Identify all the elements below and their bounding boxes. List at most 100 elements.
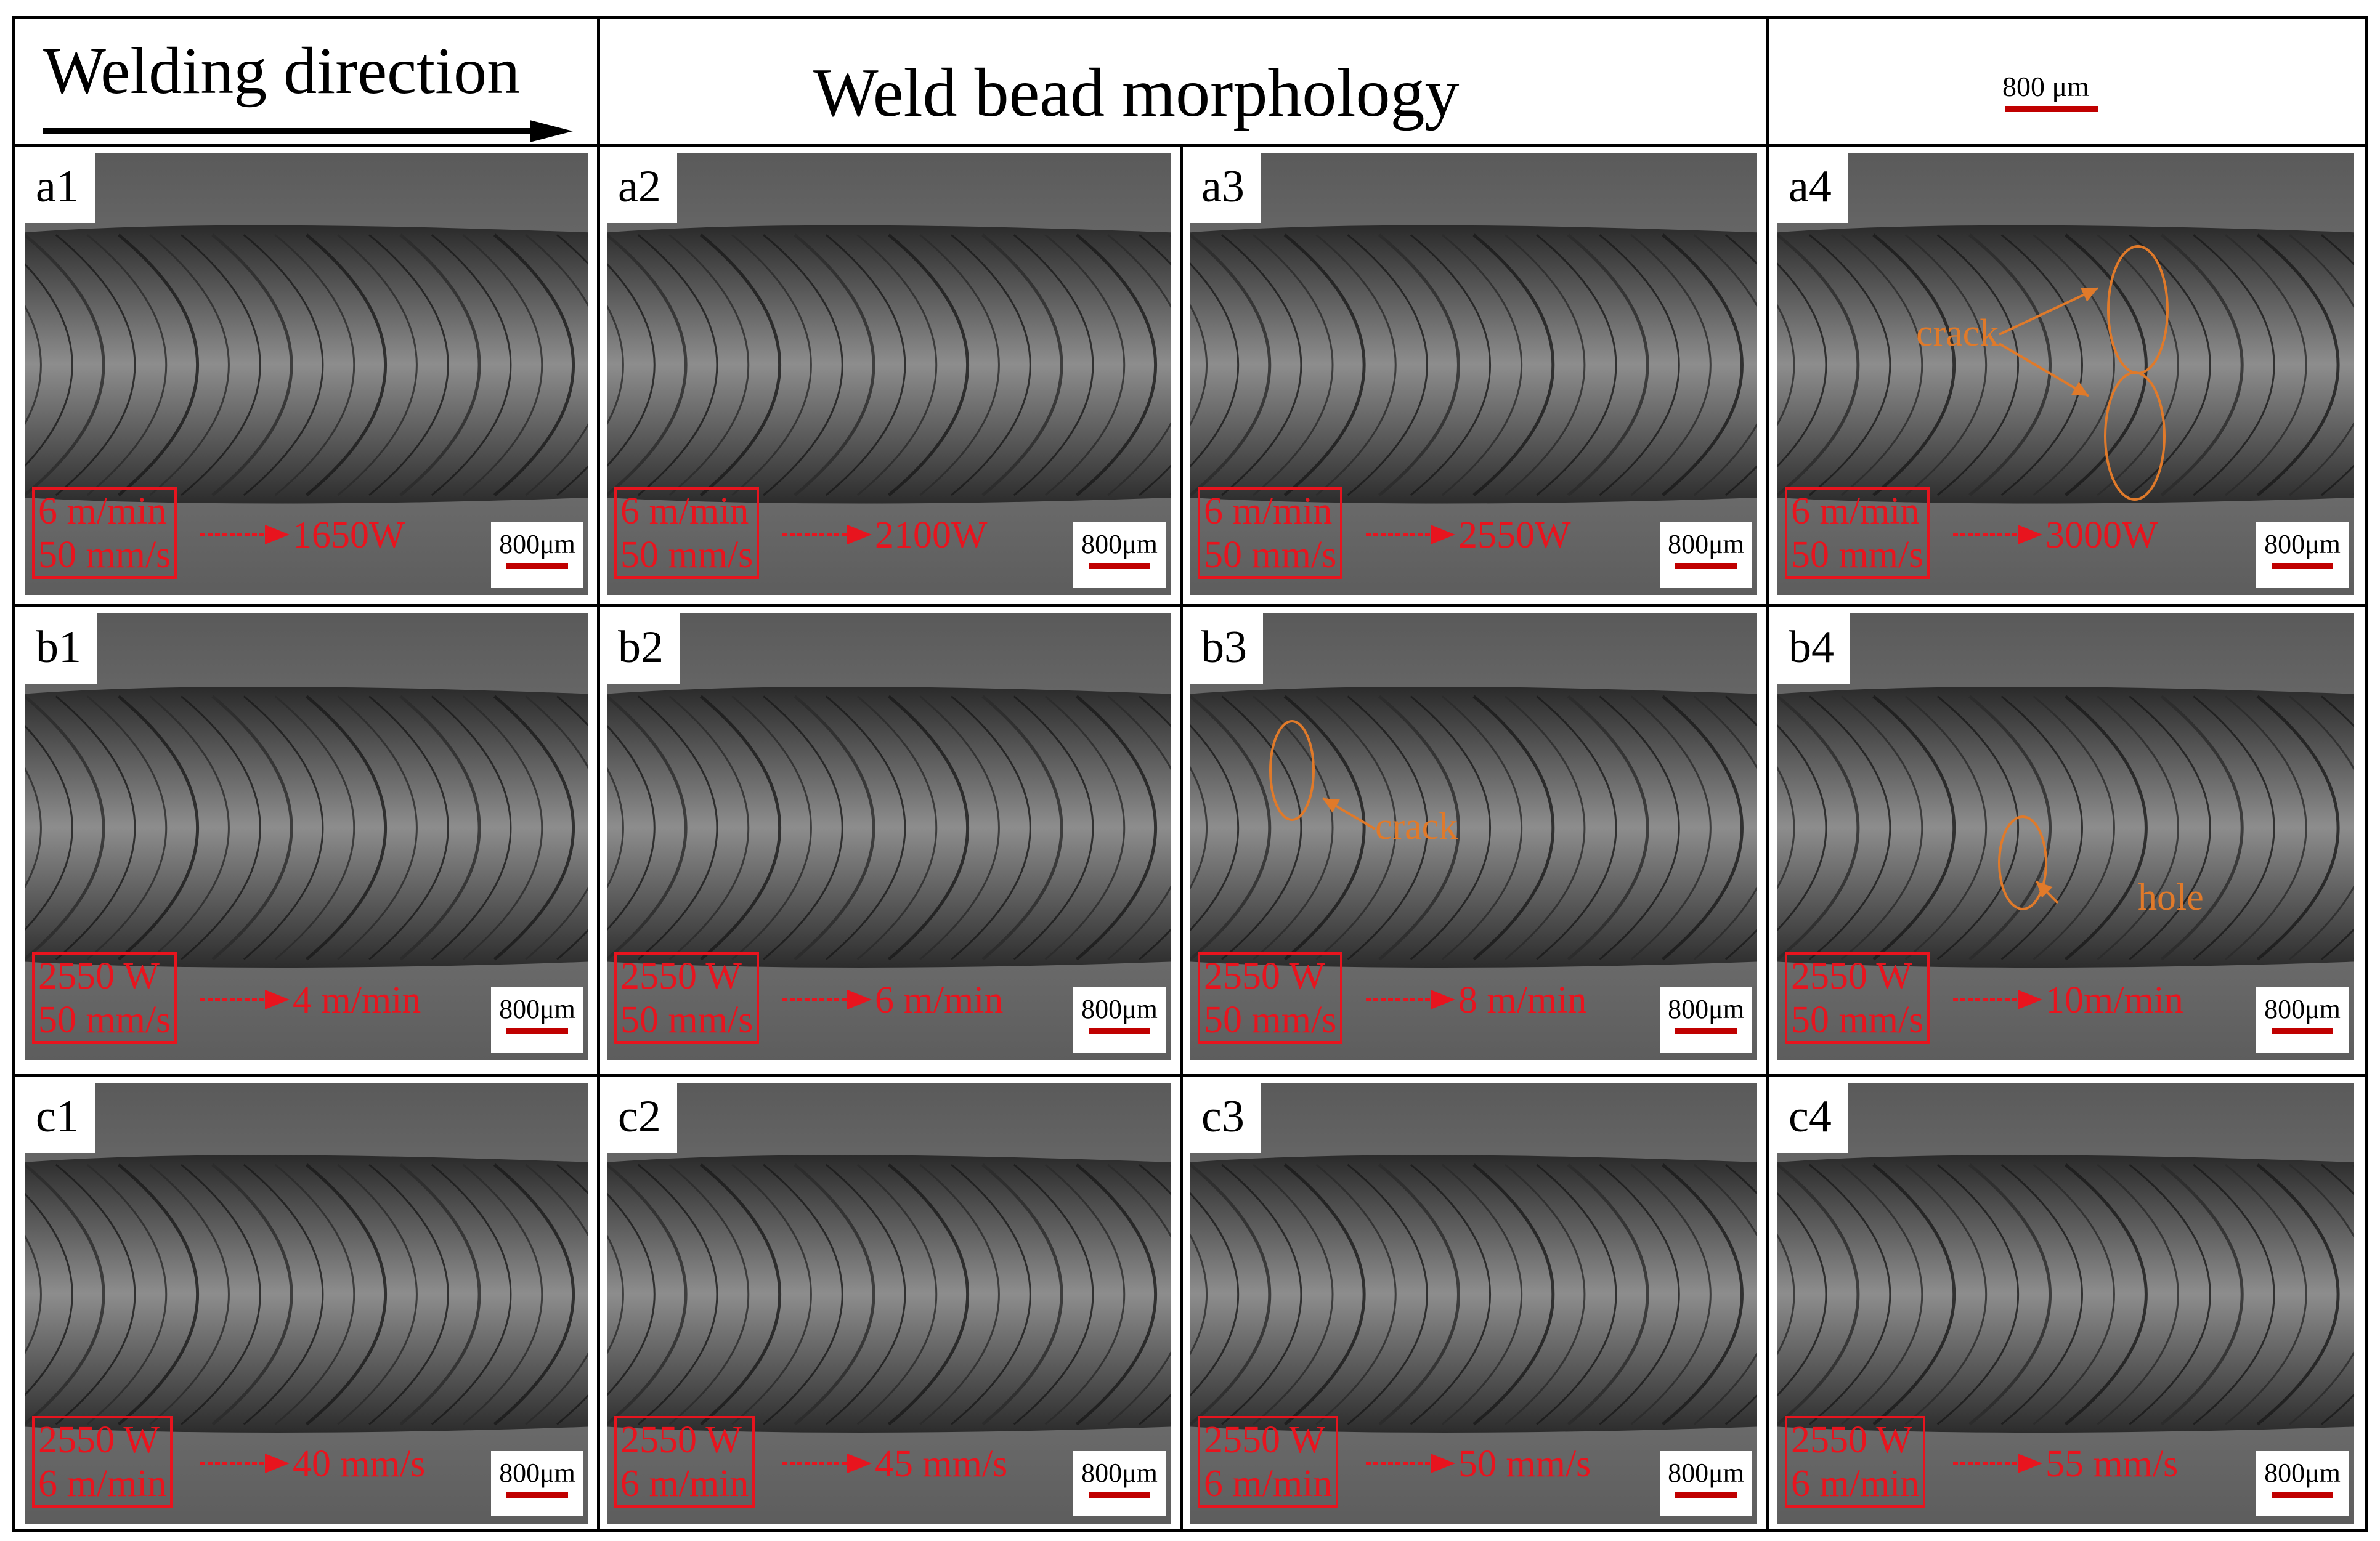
grid-col-divider-1	[597, 16, 600, 1532]
weld-bead-image	[607, 1083, 1171, 1524]
parameter-line: 6 m/min	[1791, 490, 1920, 532]
scale-bar-label: 800μm	[1668, 529, 1744, 559]
parameter-line: 2550 W	[1204, 1419, 1325, 1461]
panel-label: b2	[607, 613, 680, 684]
weld-bead-image	[1190, 153, 1757, 595]
parameter-value: 2550W	[1458, 514, 1571, 556]
parameter-value: 10m/min	[2045, 979, 2183, 1021]
scale-bar-label: 800μm	[499, 529, 575, 559]
scale-bar: 800μm	[491, 987, 583, 1053]
crack-annotation-icon	[1269, 720, 1376, 830]
parameter-value: 6 m/min	[875, 979, 1004, 1021]
scale-bar-label: 800μm	[1668, 994, 1744, 1024]
parameter-arrow-icon	[782, 1454, 872, 1473]
parameter-arrow-icon	[1366, 525, 1455, 544]
parameter-value: 40 mm/s	[293, 1443, 426, 1485]
panel-label: c2	[607, 1083, 677, 1153]
header-scale-bar	[2005, 106, 2098, 112]
parameter-value: 1650W	[293, 514, 405, 556]
parameter-arrow-icon	[200, 1454, 290, 1473]
parameter-line: 2550 W	[38, 955, 160, 997]
parameter-arrow-icon	[200, 990, 290, 1009]
grid-right-border	[2365, 16, 2368, 1532]
scale-bar-line	[506, 1492, 568, 1498]
scale-bar: 800μm	[1073, 987, 1166, 1053]
crack-annotation-label: crack	[1375, 806, 1458, 847]
scale-bar-label: 800μm	[1081, 529, 1158, 559]
weld-bead-image	[1190, 1083, 1757, 1524]
weld-bead-image	[25, 613, 588, 1060]
panel-label: c4	[1777, 1083, 1848, 1153]
scale-bar: 800μm	[491, 522, 583, 588]
scale-bar: 800μm	[1073, 522, 1166, 588]
grid-row-divider-1	[12, 604, 2368, 607]
weld-bead-image	[607, 153, 1171, 595]
weld-bead-image	[1777, 613, 2354, 1060]
scale-bar-line	[506, 563, 568, 569]
scale-bar-line	[1675, 1492, 1737, 1498]
weld-bead-image	[607, 613, 1171, 1060]
parameter-line: 50 mm/s	[620, 998, 753, 1041]
parameter-line: 50 mm/s	[1791, 533, 1924, 576]
panel-label: b4	[1777, 613, 1850, 684]
scale-bar-line	[2272, 1492, 2333, 1498]
parameter-arrow-icon	[200, 525, 290, 544]
panel-label: a3	[1190, 153, 1261, 223]
scale-bar-line	[1089, 1028, 1150, 1034]
grid-top-border	[12, 16, 2368, 19]
parameter-line: 2550 W	[1204, 955, 1325, 997]
scale-bar: 800μm	[491, 1451, 583, 1516]
parameter-value: 2100W	[875, 514, 988, 556]
panel-label: b1	[25, 613, 97, 684]
crack-annotation-label: crack	[1916, 312, 1999, 354]
parameter-value: 3000W	[2045, 514, 2158, 556]
parameter-value: 50 mm/s	[1458, 1443, 1591, 1485]
parameter-line: 50 mm/s	[1791, 998, 1924, 1041]
grid-row-divider-2	[12, 1074, 2368, 1077]
scale-bar-line	[1675, 563, 1737, 569]
weld-bead-image	[1777, 153, 2354, 595]
parameter-arrow-icon	[1366, 990, 1455, 1009]
panel-label: b3	[1190, 613, 1263, 684]
parameter-line: 2550 W	[1791, 1419, 1912, 1461]
parameter-line: 6 m/min	[1791, 1462, 1920, 1505]
scale-bar-line	[1089, 563, 1150, 569]
scale-bar: 800μm	[2256, 522, 2349, 588]
parameter-arrow-icon	[1953, 990, 2042, 1009]
scale-bar: 800μm	[1073, 1451, 1166, 1516]
parameter-arrow-icon	[1953, 525, 2042, 544]
scale-bar-line	[506, 1028, 568, 1034]
parameter-line: 2550 W	[620, 955, 742, 997]
scale-bar: 800μm	[2256, 987, 2349, 1053]
scale-bar: 800μm	[1660, 522, 1752, 588]
grid-left-border	[12, 16, 15, 1532]
welding-direction-label: Welding direction	[43, 34, 521, 108]
parameter-arrow-icon	[1953, 1454, 2042, 1473]
parameter-value: 4 m/min	[293, 979, 421, 1021]
grid-bottom-border	[12, 1529, 2368, 1532]
welding-direction-arrow-icon	[43, 120, 573, 142]
parameter-line: 6 m/min	[620, 490, 749, 532]
panel-label: a2	[607, 153, 677, 223]
scale-bar-label: 800μm	[2264, 1458, 2341, 1488]
panel-label: c1	[25, 1083, 95, 1153]
scale-bar: 800μm	[1660, 1451, 1752, 1516]
scale-bar-label: 800μm	[499, 1458, 575, 1488]
figure-title: Weld bead morphology	[813, 55, 1460, 131]
parameter-value: 55 mm/s	[2045, 1443, 2179, 1485]
crack-annotation-icon	[1998, 245, 2169, 501]
